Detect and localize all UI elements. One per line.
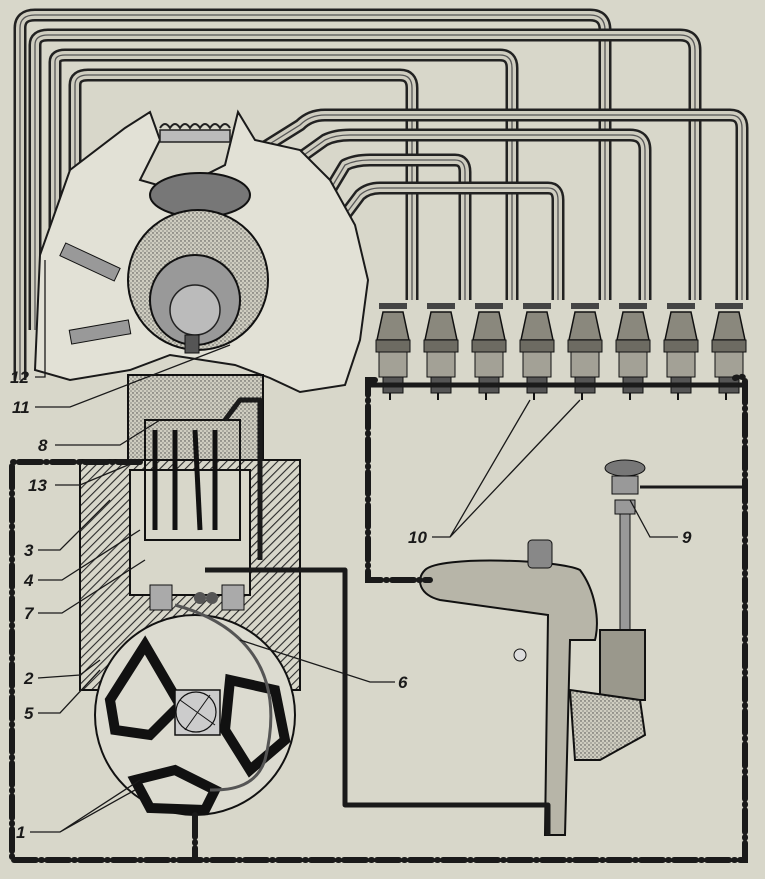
- high-tension-lead-6: [289, 134, 646, 300]
- callout-leaders: [30, 260, 678, 833]
- high-tension-lead-3: [54, 54, 513, 300]
- callout-2: 2: [23, 669, 34, 688]
- spark-plug: [471, 303, 507, 400]
- magneto-rotor: [94, 603, 296, 816]
- low-tension-wire: [205, 567, 551, 835]
- callout-11: 11: [12, 398, 30, 417]
- spark-plug: [423, 303, 459, 400]
- spark-plug: [375, 303, 411, 400]
- high-tension-lead-8: [344, 187, 559, 300]
- callout-3: 3: [24, 541, 34, 560]
- spark-plugs: [370, 303, 747, 400]
- fuel-pump-assembly: [419, 459, 647, 836]
- callout-4: 4: [23, 571, 34, 590]
- callout-1: 1: [16, 823, 25, 842]
- high-tension-lead-7: [329, 159, 466, 300]
- callout-7: 7: [24, 604, 35, 623]
- callout-13: 13: [28, 476, 47, 495]
- ignition-coil: [144, 397, 263, 560]
- spring-icon: [159, 123, 231, 130]
- callout-8: 8: [38, 436, 48, 455]
- callout-10: 10: [408, 528, 427, 547]
- callout-9: 9: [682, 528, 692, 547]
- earth-circuit: [9, 373, 748, 863]
- callout-12: 12: [10, 368, 29, 387]
- callout-6: 6: [398, 673, 408, 692]
- high-tension-lead-8: [339, 181, 565, 300]
- high-tension-lead-5: [259, 114, 743, 300]
- high-tension-lead-4: [74, 74, 413, 300]
- high-tension-leads: [13, 8, 749, 380]
- callout-labels: 1 2 3 4 5 6 7 8 9 10 11 12 13: [10, 368, 692, 842]
- high-tension-lead-2: [34, 34, 696, 330]
- high-tension-lead-8: [341, 184, 562, 300]
- callout-5: 5: [24, 704, 34, 723]
- high-tension-lead-1: [19, 14, 606, 380]
- distributor: [33, 109, 370, 394]
